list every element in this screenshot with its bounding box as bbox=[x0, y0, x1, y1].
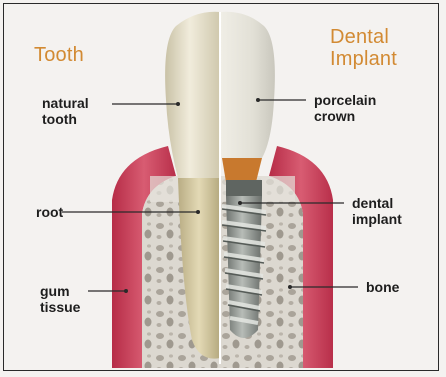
label-porcelain-crown: porcelain crown bbox=[314, 92, 376, 124]
label-natural-tooth-line1: natural bbox=[42, 95, 89, 111]
label-bone: bone bbox=[366, 279, 399, 295]
label-gum-tissue-line2: tissue bbox=[40, 299, 80, 315]
natural-tooth-crown bbox=[165, 12, 220, 178]
porcelain-crown bbox=[220, 12, 275, 158]
label-natural-tooth-line2: tooth bbox=[42, 111, 89, 127]
heading-dental-implant: Dental Implant bbox=[330, 26, 397, 70]
label-porcelain-crown-line1: porcelain bbox=[314, 92, 376, 108]
heading-implant: Implant bbox=[330, 48, 397, 70]
bone-shade-top bbox=[150, 176, 295, 202]
label-gum-tissue-line1: gum bbox=[40, 283, 80, 299]
label-gum-tissue: gum tissue bbox=[40, 283, 80, 315]
label-natural-tooth: natural tooth bbox=[42, 95, 89, 127]
implant-abutment bbox=[222, 158, 262, 182]
label-root: root bbox=[36, 204, 63, 220]
label-porcelain-crown-line2: crown bbox=[314, 108, 376, 124]
heading-tooth: Tooth bbox=[34, 44, 84, 66]
label-dental-implant-line1: dental bbox=[352, 195, 402, 211]
label-dental-implant: dental implant bbox=[352, 195, 402, 227]
label-dental-implant-line2: implant bbox=[352, 211, 402, 227]
heading-dental: Dental bbox=[330, 26, 397, 48]
